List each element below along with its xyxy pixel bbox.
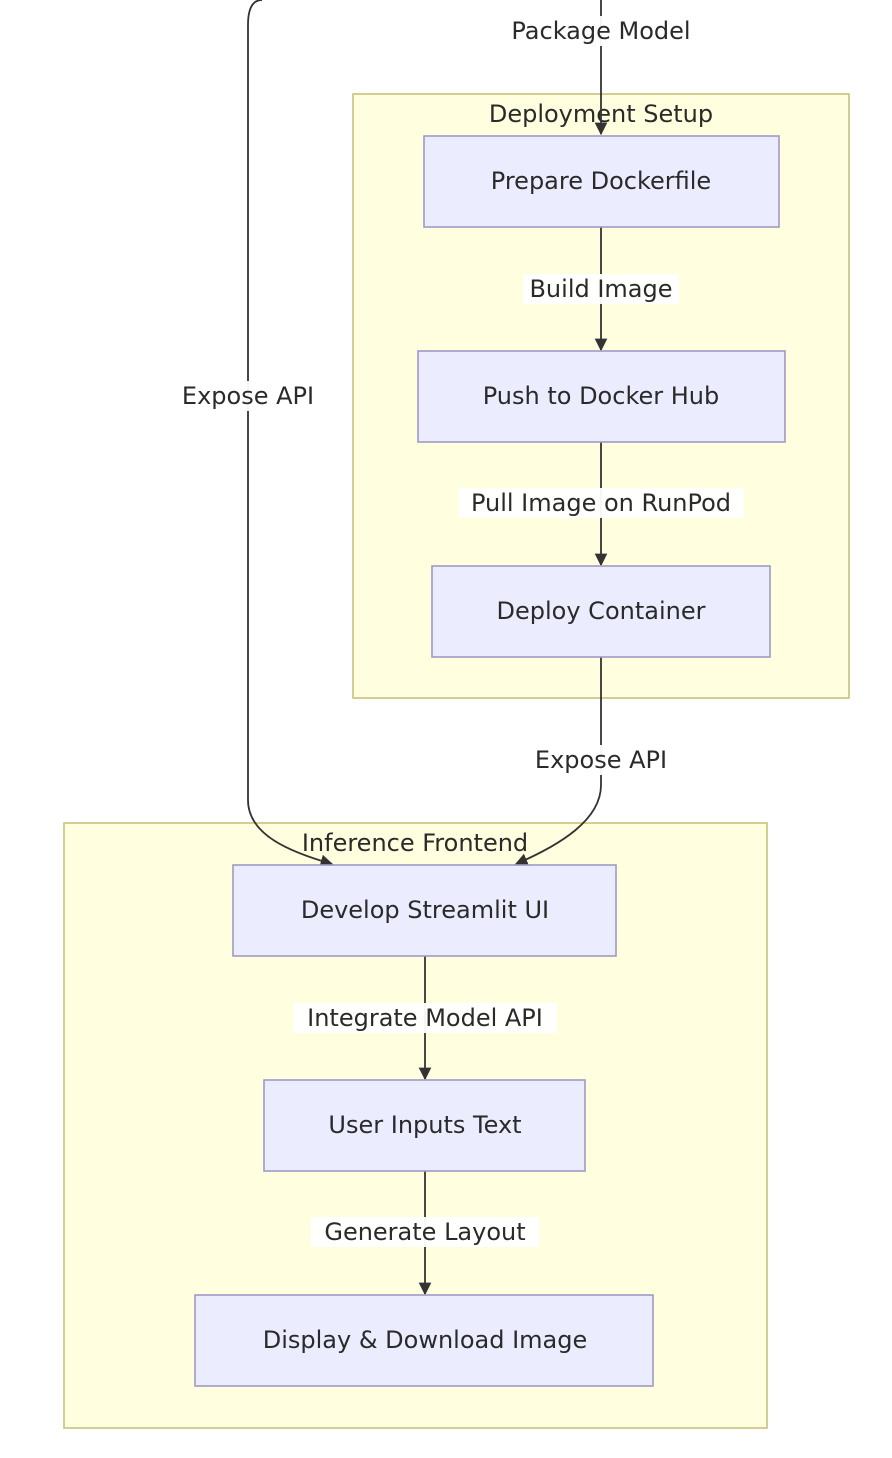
edge-expose-api-right <box>514 657 602 866</box>
edge-label-generate-layout: Generate Layout <box>311 1217 539 1247</box>
edge-label-package-model-text: Package Model <box>511 17 690 45</box>
nodes: Prepare Dockerfile Push to Docker Hub De… <box>194 135 786 1387</box>
edge-label-integrate-api-text: Integrate Model API <box>307 1004 543 1032</box>
edge-label-expose-api-right-text: Expose API <box>535 746 667 774</box>
node-push-docker-hub-label: Push to Docker Hub <box>483 382 719 410</box>
node-develop-streamlit-ui[interactable]: Develop Streamlit UI <box>232 864 617 957</box>
node-push-docker-hub[interactable]: Push to Docker Hub <box>417 350 786 443</box>
node-deploy-container-label: Deploy Container <box>497 597 706 625</box>
node-display-download-image[interactable]: Display & Download Image <box>194 1294 654 1387</box>
cluster-title-inference-frontend: Inference Frontend <box>302 829 528 857</box>
edge-labels: Package Model Build Image Pull Image on … <box>174 16 744 1247</box>
edge-label-build-image: Build Image <box>523 274 679 304</box>
node-prepare-dockerfile[interactable]: Prepare Dockerfile <box>423 135 780 228</box>
edge-label-package-model: Package Model <box>503 16 699 46</box>
edge-label-expose-api-right: Expose API <box>528 745 674 775</box>
node-user-inputs-text-label: User Inputs Text <box>328 1111 521 1139</box>
edge-label-generate-layout-text: Generate Layout <box>324 1218 525 1246</box>
node-display-download-image-label: Display & Download Image <box>263 1326 588 1354</box>
edge-label-expose-api-left: Expose API <box>174 381 320 411</box>
edge-label-build-image-text: Build Image <box>529 275 672 303</box>
edge-label-integrate-api: Integrate Model API <box>293 1003 557 1033</box>
node-develop-streamlit-ui-label: Develop Streamlit UI <box>301 896 549 924</box>
edge-expose-api-left <box>247 0 334 867</box>
node-deploy-container[interactable]: Deploy Container <box>431 565 771 658</box>
edge-label-pull-image-text: Pull Image on RunPod <box>471 489 731 517</box>
edge-label-expose-api-left-text: Expose API <box>182 382 314 410</box>
node-user-inputs-text[interactable]: User Inputs Text <box>263 1079 586 1172</box>
edge-label-pull-image: Pull Image on RunPod <box>458 488 744 518</box>
node-prepare-dockerfile-label: Prepare Dockerfile <box>491 167 711 195</box>
